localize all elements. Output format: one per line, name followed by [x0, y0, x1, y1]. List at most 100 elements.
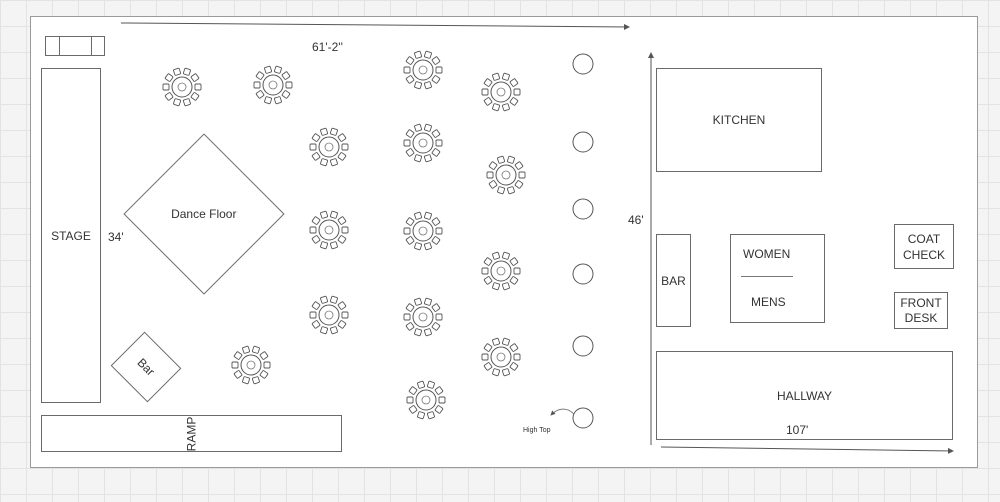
chair [492, 337, 501, 346]
chair [242, 345, 251, 354]
table-center [418, 226, 428, 236]
chair [435, 313, 443, 321]
chair [414, 123, 423, 132]
chair [182, 98, 191, 107]
table-top [240, 354, 262, 376]
hallway-label: HALLWAY [776, 388, 833, 403]
chair [403, 227, 411, 235]
chair [417, 411, 426, 420]
chair [329, 326, 338, 335]
chair [483, 78, 493, 87]
chair [431, 236, 441, 245]
chair [311, 301, 321, 310]
chair [320, 158, 329, 167]
table-center [418, 65, 428, 75]
chair [414, 81, 423, 90]
chair [414, 297, 423, 306]
high-top-table [572, 335, 594, 357]
chair [481, 88, 489, 96]
chair [329, 127, 338, 136]
right-height-dimension: 46' [628, 213, 644, 227]
round-table [406, 380, 446, 420]
chair [406, 396, 414, 404]
table-center [496, 352, 506, 362]
table-top [412, 132, 434, 154]
table-top [490, 260, 512, 282]
chair [423, 154, 432, 163]
table-center [324, 225, 334, 235]
chair [264, 65, 273, 74]
chair [435, 66, 443, 74]
chair [255, 90, 265, 99]
chair [509, 276, 519, 285]
chair [320, 295, 329, 304]
chair [403, 313, 411, 321]
table-top [490, 81, 512, 103]
chair [435, 227, 443, 235]
chair [253, 81, 261, 89]
chair [285, 81, 293, 89]
chair [483, 276, 493, 285]
entry-box-divider [91, 37, 92, 55]
chair [329, 158, 338, 167]
chair [320, 210, 329, 219]
chair [309, 311, 317, 319]
table-center [246, 360, 256, 370]
chair [481, 267, 489, 275]
restrooms: WOMEN MENS [730, 234, 825, 323]
chair [423, 81, 432, 90]
chair [423, 297, 432, 306]
chair [501, 337, 510, 346]
chair [492, 251, 501, 260]
kitchen: KITCHEN [656, 68, 822, 172]
chair [431, 217, 441, 226]
table-top [171, 76, 193, 98]
chair [251, 376, 260, 385]
ramp-label: RAMP [184, 416, 199, 451]
high-top-table [572, 53, 594, 75]
bar-label: BAR [661, 273, 686, 288]
chair [309, 143, 317, 151]
stage-label: STAGE [51, 228, 91, 243]
chair [513, 267, 521, 275]
chair [483, 343, 493, 352]
chair [438, 396, 446, 404]
chair [435, 139, 443, 147]
chair [431, 129, 441, 138]
chair [233, 351, 243, 360]
chair [273, 96, 282, 105]
chair [506, 155, 515, 164]
table-top [318, 304, 340, 326]
chair [509, 97, 519, 106]
chair [423, 211, 432, 220]
chair [190, 92, 200, 101]
table-center [324, 310, 334, 320]
chair [509, 257, 519, 266]
chair [329, 241, 338, 250]
chair [337, 320, 347, 329]
round-table [309, 127, 349, 167]
chair [423, 328, 432, 337]
chair [492, 72, 501, 81]
chair [431, 322, 441, 331]
chair [320, 326, 329, 335]
chair [481, 353, 489, 361]
table-top [262, 74, 284, 96]
entry-box [45, 36, 105, 56]
chair [173, 98, 182, 107]
chair [414, 50, 423, 59]
chair [492, 103, 501, 112]
chair [486, 171, 494, 179]
front-desk-label: FRONT DESK [900, 295, 942, 325]
round-table [403, 123, 443, 163]
chair [513, 88, 521, 96]
chair [405, 236, 415, 245]
chair [509, 78, 519, 87]
table-top [412, 59, 434, 81]
mens-label: MENS [751, 295, 786, 309]
chair [417, 380, 426, 389]
chair [337, 235, 347, 244]
chair [501, 103, 510, 112]
chair [311, 216, 321, 225]
bottom-width-dimension: 107' [786, 423, 809, 437]
